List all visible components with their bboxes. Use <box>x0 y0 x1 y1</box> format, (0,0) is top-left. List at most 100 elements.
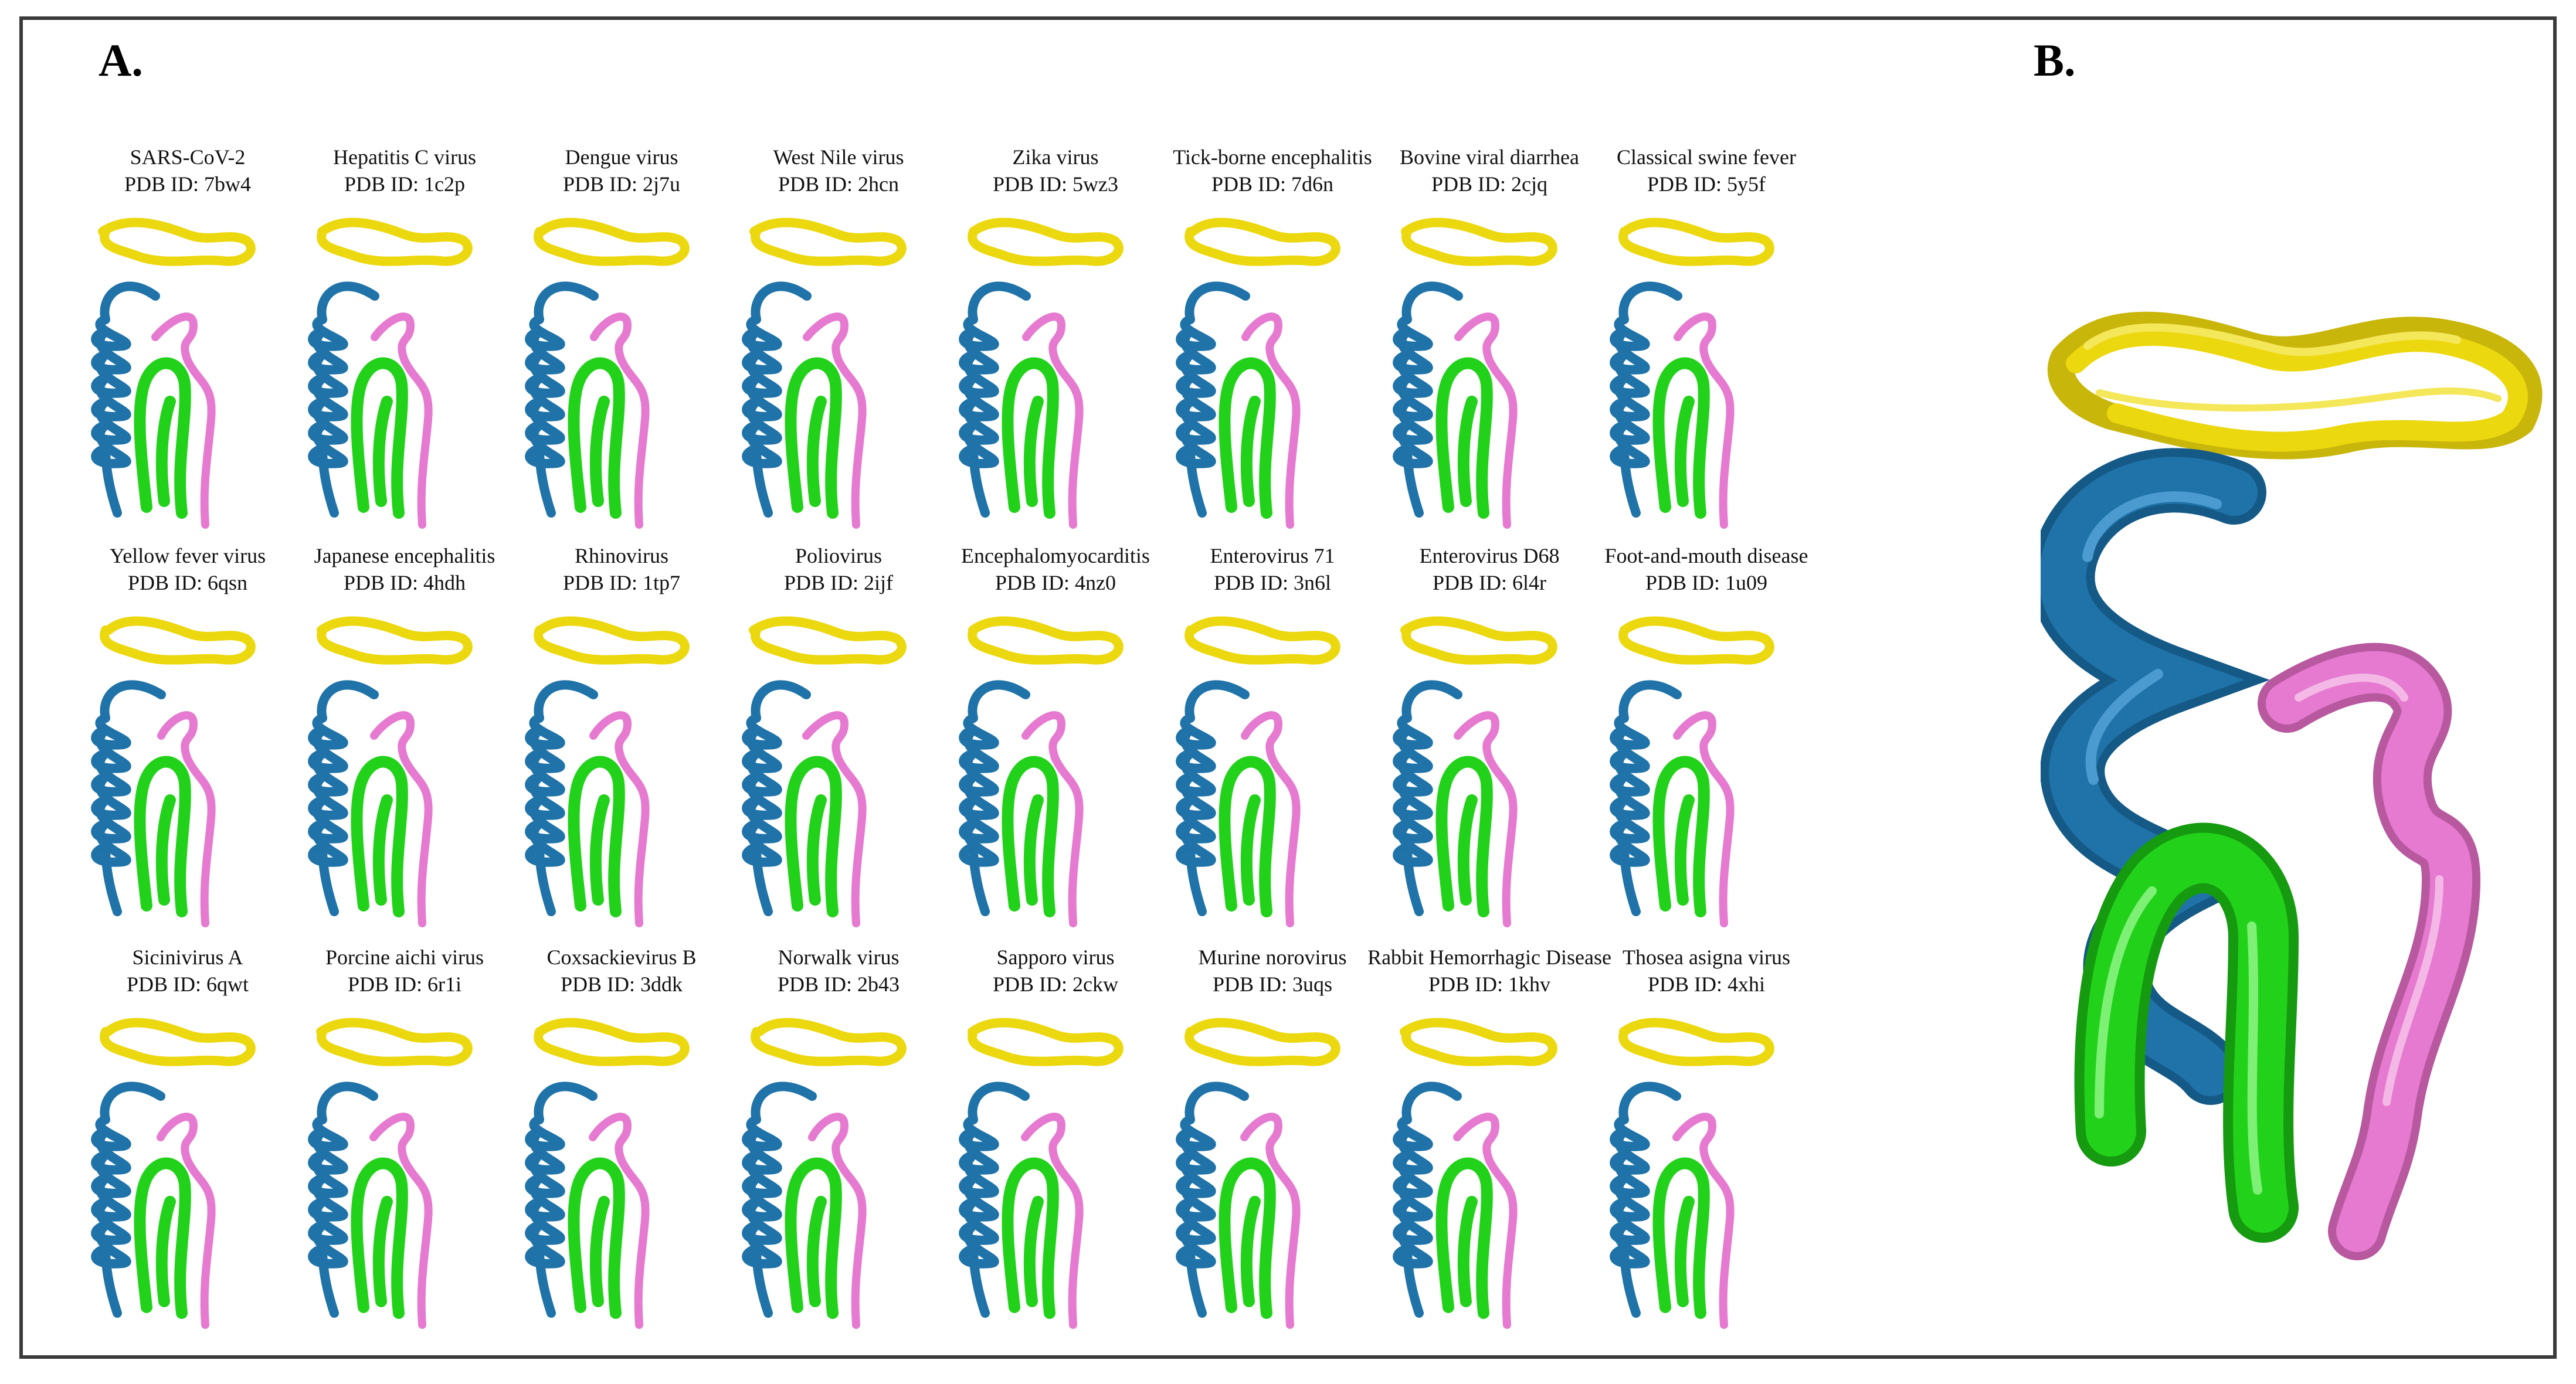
virus-name: Hepatitis C virus <box>333 145 476 169</box>
superposed-pink-strand <box>2258 642 2481 1260</box>
pink-strand <box>1673 711 1735 927</box>
ribbon-structure <box>959 217 1124 529</box>
virus-name: Thosea asigna virus <box>1623 946 1790 969</box>
pink-strand <box>1454 312 1518 529</box>
blue-helix <box>959 680 1030 916</box>
blue-helix <box>742 1082 817 1318</box>
superposed-yellow-strands <box>2047 311 2543 460</box>
ribbon-structure <box>1393 217 1557 529</box>
pdb-id: PDB ID: 5y5f <box>1647 172 1766 196</box>
pdb-id: PDB ID: 4nz0 <box>995 571 1116 594</box>
pdb-id: PDB ID: 2ckw <box>993 972 1118 996</box>
blue-helix <box>91 680 166 916</box>
green-hairpin <box>1652 357 1710 519</box>
yellow-strand <box>316 1018 473 1066</box>
ribbon-structure <box>959 1018 1124 1329</box>
virus-name: Foot-and-mouth disease <box>1604 544 1808 567</box>
pink-strand <box>1454 711 1518 927</box>
blue-helix <box>1610 1082 1681 1318</box>
pdb-id: PDB ID: 4hdh <box>343 571 466 594</box>
yellow-strand <box>1185 1018 1340 1066</box>
virus-name: Yellow fever virus <box>109 544 266 567</box>
ribbon-structure <box>742 616 907 927</box>
pdb-id: PDB ID: 1khv <box>1428 972 1551 996</box>
pink-strand <box>1022 312 1084 529</box>
pdb-id: PDB ID: 3uqs <box>1212 972 1333 996</box>
green-hairpin <box>351 756 408 917</box>
yellow-strand <box>968 217 1124 266</box>
ribbon-structure <box>959 616 1124 927</box>
yellow-strand <box>749 616 907 665</box>
pink-strand <box>589 711 650 927</box>
virus-name: Sicinivirus A <box>132 946 243 969</box>
blue-helix <box>959 281 1031 518</box>
green-hairpin <box>568 357 625 519</box>
pink-strand <box>1021 1113 1084 1329</box>
blue-helix <box>1393 680 1462 916</box>
superposition-image <box>2041 311 2543 1260</box>
pink-strand <box>1453 1113 1518 1329</box>
panel-a-label: A. <box>99 35 143 86</box>
virus-name: Enterovirus D68 <box>1419 544 1560 567</box>
pdb-id: PDB ID: 2j7u <box>562 172 681 196</box>
yellow-strand <box>751 1018 907 1066</box>
blue-helix <box>1393 1082 1462 1318</box>
pdb-id: PDB ID: 2hcn <box>778 172 899 196</box>
yellow-strand <box>1400 1018 1557 1066</box>
yellow-strand <box>1618 1018 1774 1066</box>
pink-strand <box>151 312 216 529</box>
green-hairpin <box>134 756 191 917</box>
green-hairpin <box>134 357 191 519</box>
blue-helix <box>91 1082 165 1318</box>
pdb-id: PDB ID: 1tp7 <box>562 571 681 594</box>
virus-name: SARS-CoV-2 <box>130 145 246 169</box>
pdb-id: PDB ID: 6l4r <box>1432 571 1546 594</box>
ribbon-structure <box>1393 1018 1557 1329</box>
pdb-id: PDB ID: 3n6l <box>1213 571 1332 594</box>
panel-b-label: B. <box>2034 35 2076 86</box>
ribbon-structure <box>525 1018 690 1329</box>
pink-strand <box>1674 312 1735 529</box>
yellow-strand <box>100 1018 256 1066</box>
blue-helix <box>1610 680 1682 916</box>
ribbon-structure <box>91 217 256 529</box>
green-hairpin <box>1435 756 1493 917</box>
ribbon-structure <box>1176 217 1340 529</box>
pink-strand <box>157 1113 216 1329</box>
yellow-strand <box>1618 616 1774 665</box>
pink-strand <box>1240 1113 1301 1329</box>
pink-strand <box>1241 711 1301 927</box>
pdb-id: PDB ID: 2ijf <box>783 571 893 594</box>
virus-name: Coxsackievirus B <box>547 946 697 969</box>
pink-strand <box>1021 711 1084 927</box>
green-hairpin <box>351 357 408 519</box>
blue-helix <box>308 680 379 916</box>
virus-name: Classical swine fever <box>1617 145 1796 169</box>
pdb-id: PDB ID: 6qwt <box>126 972 249 996</box>
yellow-strand <box>534 616 690 665</box>
blue-helix <box>1176 281 1250 518</box>
blue-helix <box>525 680 598 916</box>
green-hairpin <box>1435 1157 1493 1319</box>
green-hairpin <box>1002 756 1059 917</box>
ribbon-structure <box>1610 616 1774 927</box>
yellow-strand <box>749 217 907 266</box>
